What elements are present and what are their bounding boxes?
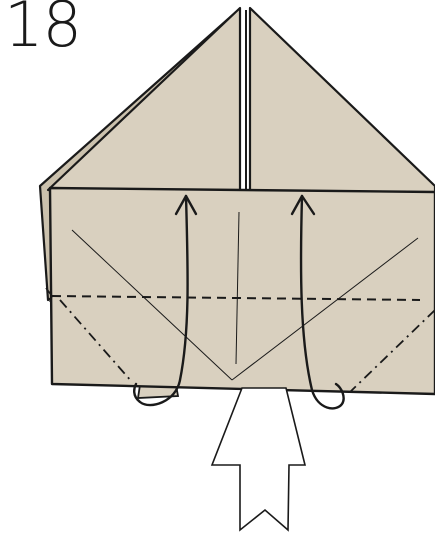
right-triangle-flap [246, 8, 435, 198]
push-arrow-icon [212, 388, 305, 530]
front-rectangle [50, 188, 435, 398]
